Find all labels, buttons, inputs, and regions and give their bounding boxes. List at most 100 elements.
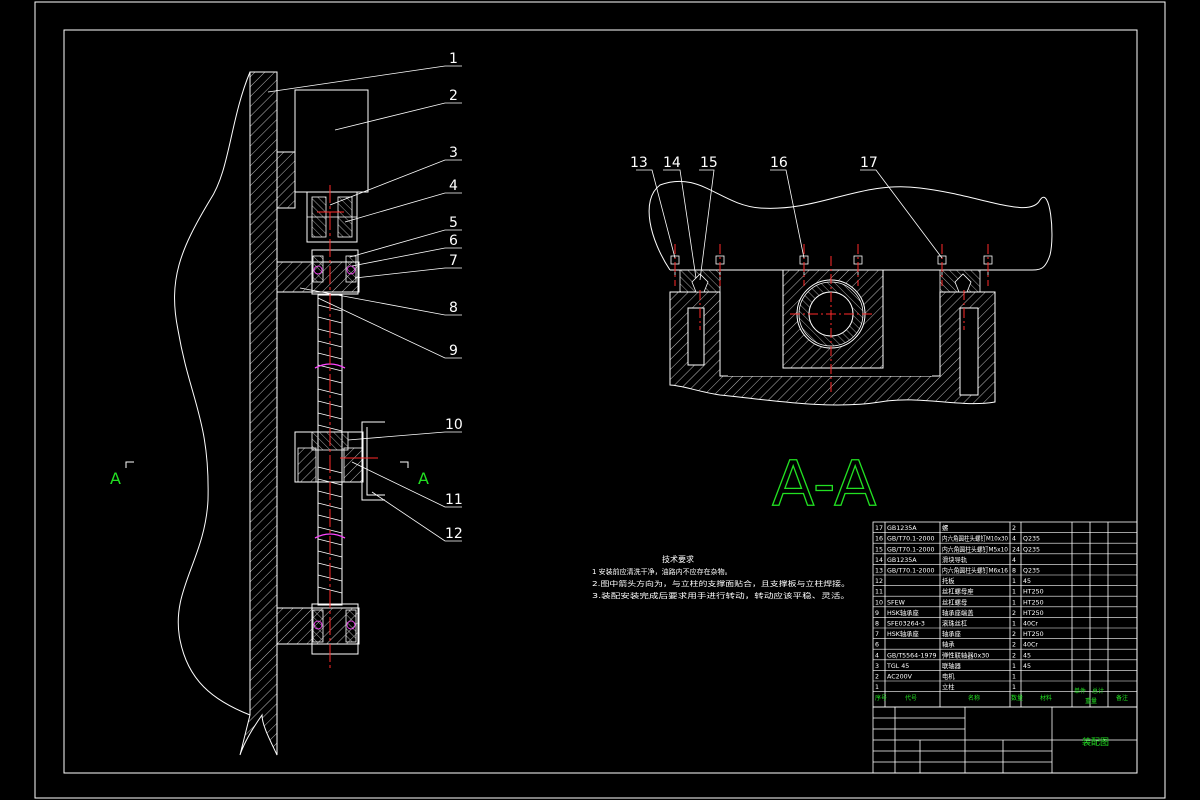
parts-cell-name: 弹性联轴器0x30 [942,650,989,659]
section-marker-right: A [418,469,429,488]
parts-cell-code: GB/T70.1-2000 [887,546,935,553]
parts-cell-no: 6 [875,642,879,649]
callout-1: 1 [449,51,458,67]
callout-4: 4 [449,178,458,194]
callouts-right: 13 14 15 16 17 [630,155,878,171]
parts-cell-name: 内六角圆柱头螺钉M10x30 [942,534,1008,543]
parts-cell-no: 2 [875,674,879,681]
parts-cell-name: 滚珠丝杠 [942,619,968,628]
inner-border [63,29,1138,774]
callout-15: 15 [700,155,718,171]
parts-cell-material: HT250 [1023,610,1044,617]
section-break-top [648,180,1053,271]
parts-cell-code: HSK轴承座 [887,629,919,638]
parts-cell-material: Q235 [1023,568,1040,575]
parts-cell-name: 立柱 [942,682,955,691]
parts-cell-qty: 1 [1012,663,1016,670]
header-remark: 备注 [1116,694,1128,702]
parts-cell-code: GB/T5564-1979 [887,652,937,659]
parts-cell-qty: 24 [1012,546,1020,553]
callout-8: 8 [449,300,458,316]
callout-14: 14 [663,155,681,171]
parts-cell-name: 内六角圆柱头螺钉M5x10 [942,544,1008,553]
parts-cell-material: 40Cr [1023,642,1038,649]
header-material: 材料 [1040,694,1052,702]
left-assembly-view [174,71,385,756]
parts-cell-name: 轴承座 [942,629,961,638]
tech-req-line-2: 2.图中箭头方向为，与立柱的支撑面贴合，且支撑板与立柱焊接。 [592,579,850,588]
parts-cell-code: AC200V [887,674,913,681]
tech-req-line-3: 3.装配安装完成后要求用手进行转动，转动应该平稳、灵活。 [592,591,850,600]
column-part-1 [239,71,278,756]
parts-list-header: 序号 代号 名称 数量 材料 单件 总计 重量 备注 [875,687,1128,705]
callout-17: 17 [860,155,878,171]
parts-cell-material: HT250 [1023,631,1044,638]
header-unit-weight: 单件 [1074,687,1086,695]
parts-cell-name: 轴承 [942,640,955,649]
header-code: 代号 [905,694,917,702]
parts-cell-name: 螺 [942,523,949,532]
callout-5: 5 [449,215,458,231]
section-title: A-A [772,447,876,520]
tech-req-line-1: 1 安装前应清洗干净，油路内不应存在杂物。 [592,567,732,576]
callout-13: 13 [630,155,648,171]
parts-cell-qty: 4 [1012,536,1016,543]
callout-12: 12 [445,526,463,542]
callout-7: 7 [449,253,458,269]
section-markers: A A [110,461,429,488]
callout-10: 10 [445,417,463,433]
parts-cell-name: 丝杠螺母座 [942,587,973,596]
parts-cell-material: 45 [1023,652,1031,659]
parts-cell-material: 40Cr [1023,621,1038,628]
break-line [174,71,251,716]
parts-cell-name: 滑块导轨 [942,555,968,564]
parts-cell-no: 11 [875,589,883,596]
parts-cell-code: GB/T70.1-2000 [887,568,935,575]
outer-border [34,1,1166,799]
parts-cell-no: 7 [875,631,879,638]
callout-11: 11 [445,492,463,508]
parts-cell-name: 联轴器 [942,661,962,670]
parts-cell-code: SFEW [887,599,906,606]
parts-cell-name: 丝杠螺母 [942,597,967,606]
header-no: 序号 [875,694,887,702]
parts-cell-qty: 8 [1012,568,1016,575]
parts-cell-name: 内六角圆柱头螺钉M6x16 [942,566,1008,575]
parts-cell-qty: 1 [1012,578,1016,585]
parts-cell-material: Q235 [1023,536,1040,543]
parts-cell-no: 17 [875,525,883,532]
parts-cell-no: 15 [875,546,883,553]
header-total-weight: 总计 [1092,687,1104,695]
parts-cell-material: HT250 [1023,599,1044,606]
header-weight: 重量 [1085,697,1097,705]
parts-cell-qty: 2 [1012,525,1016,532]
parts-cell-code: SFE03264-3 [887,621,925,628]
callout-6: 6 [449,233,458,249]
callout-2: 2 [449,88,458,104]
parts-cell-name: 轴承座端盖 [942,608,974,617]
motor-part-2 [294,89,369,193]
parts-cell-qty: 1 [1012,674,1016,681]
parts-cell-qty: 2 [1012,642,1016,649]
parts-list-table [872,521,1138,774]
parts-cell-name: 电机 [942,672,955,681]
parts-cell-material: 45 [1023,663,1031,670]
parts-cell-qty: 1 [1012,684,1016,691]
parts-cell-code: HSK轴承座 [887,608,919,617]
leader-lines-right [636,169,943,281]
parts-cell-qty: 2 [1012,652,1016,659]
parts-cell-qty: 1 [1012,589,1016,596]
parts-cell-material: Q235 [1023,546,1040,553]
parts-cell-no: 4 [875,652,879,659]
header-qty: 数量 [1011,694,1023,702]
callouts-left: 1 2 3 4 5 6 7 8 9 10 11 12 [445,51,463,542]
parts-cell-no: 3 [875,663,879,670]
callout-9: 9 [449,343,458,359]
parts-cell-no: 8 [875,621,879,628]
parts-cell-no: 13 [875,568,883,575]
technical-requirements: 技术要求 1 安装前应清洗干净，油路内不应存在杂物。 2.图中箭头方向为，与立柱… [592,554,850,600]
parts-cell-code: GB/T70.1-2000 [887,536,935,543]
channel-section [669,291,996,406]
